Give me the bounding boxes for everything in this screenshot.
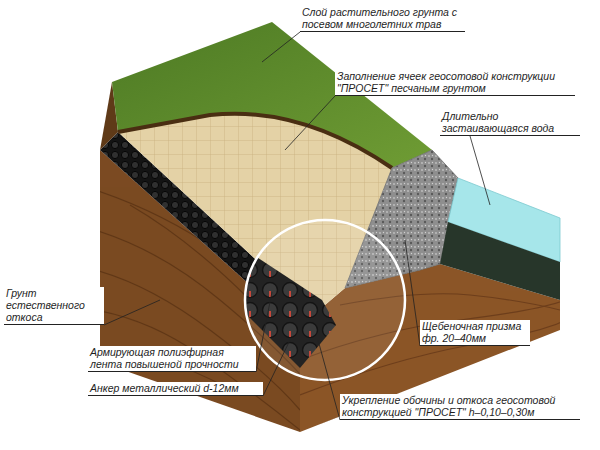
callout-label: Анкер металлический d-12мм <box>88 382 263 396</box>
leader-line <box>104 300 160 325</box>
leader-line <box>318 340 340 420</box>
leader-line <box>262 32 300 62</box>
leader-line <box>285 96 335 150</box>
leader-line <box>263 340 290 396</box>
callout-label: Заполнение ячеек геосотовой конструкции … <box>335 70 575 96</box>
callout-label: Укрепление обочины и откоса геосотовой к… <box>340 394 580 420</box>
leader-line <box>256 292 272 372</box>
leader-line <box>470 136 490 205</box>
callout-label: Армирующая полиэфирная лента повышеной п… <box>88 346 256 372</box>
leader-line <box>405 240 420 346</box>
lens-ring <box>245 220 405 380</box>
callout-label: Грунт естественного откоса <box>4 287 104 325</box>
callout-label: Длительно застаивающаяся вода <box>440 110 580 136</box>
callout-label: Щебеночная призма фр. 20–40мм <box>420 320 530 346</box>
water-bed <box>440 222 560 300</box>
lens-glass <box>245 220 405 380</box>
topsoil-edge <box>118 114 392 168</box>
callout-label: Слой растительного грунта с посевом мног… <box>300 6 465 32</box>
